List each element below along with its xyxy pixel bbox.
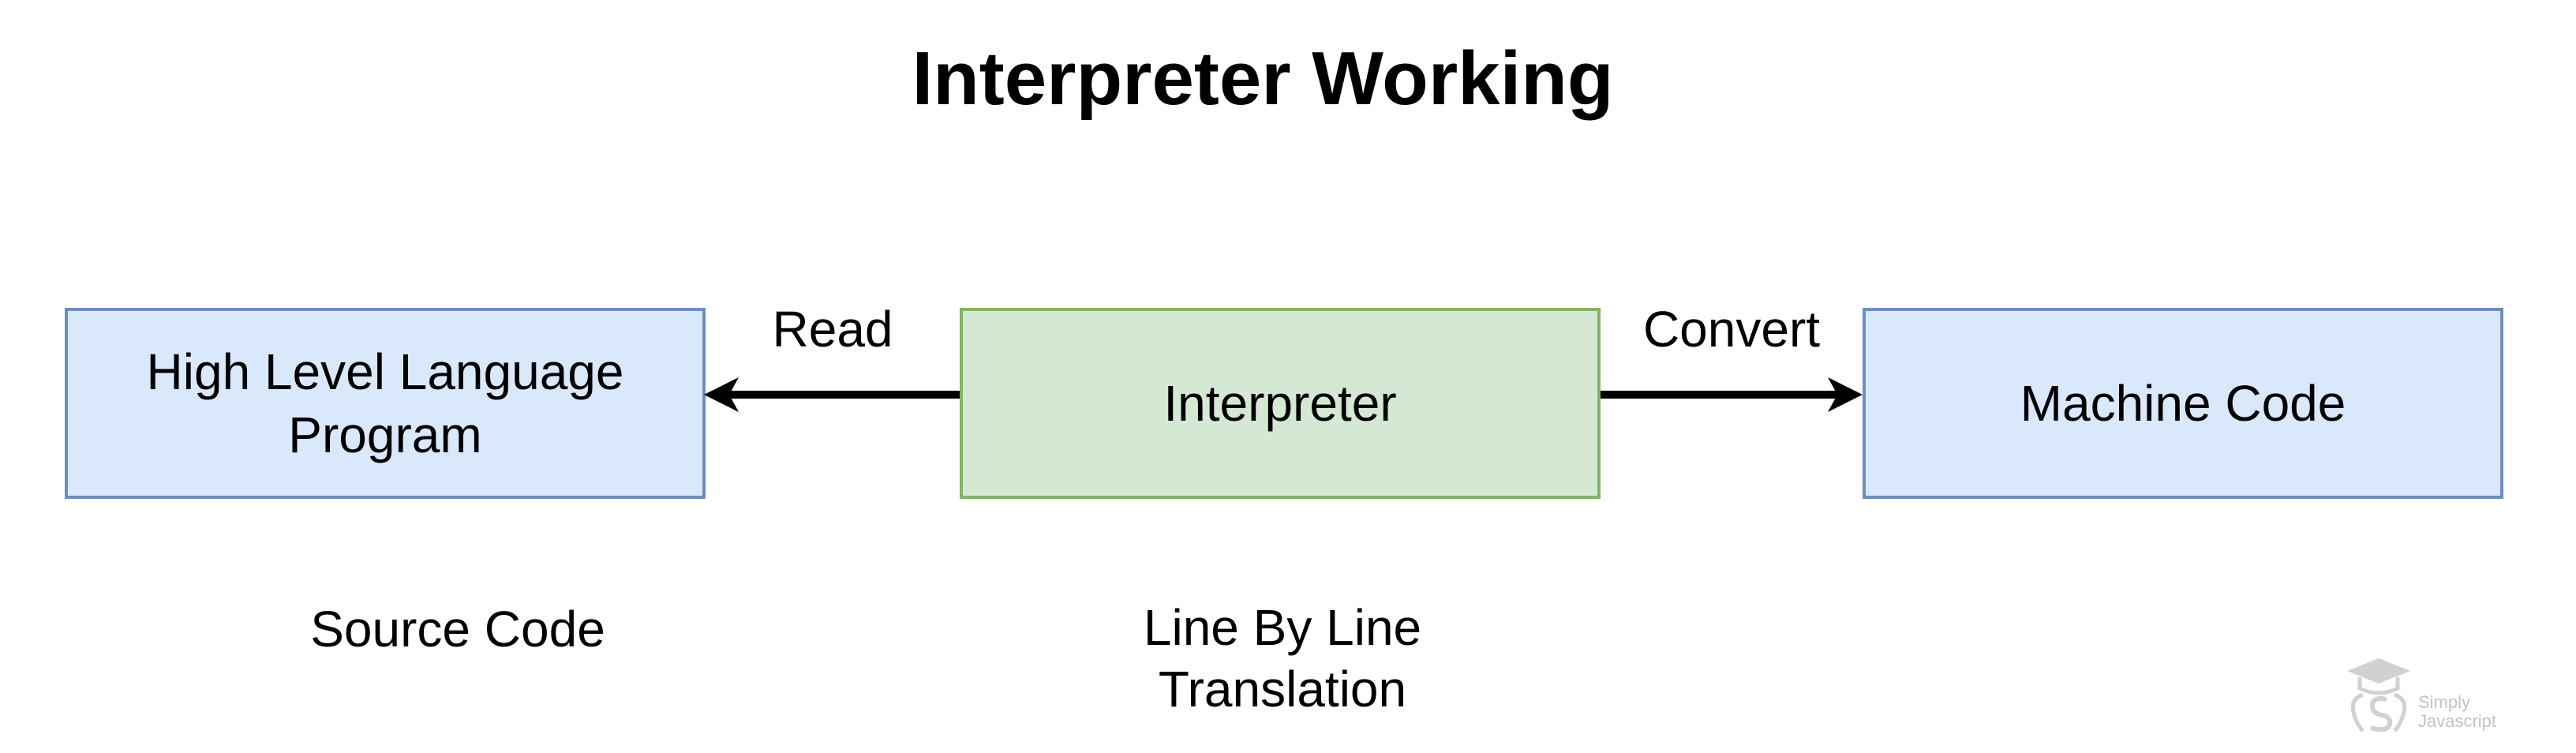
machine-code-box: Machine Code xyxy=(1863,308,2503,499)
convert-arrowhead xyxy=(1828,377,1863,412)
diagram-title: Interpreter Working xyxy=(912,36,1614,121)
interpreter-label: Interpreter xyxy=(1163,375,1397,432)
read-edge-label: Read xyxy=(772,301,893,358)
watermark-text: Simply Javascript xyxy=(2418,692,2497,731)
machine-code-label: Machine Code xyxy=(2020,375,2346,432)
high-level-language-program-label: High Level Language Program xyxy=(146,343,624,463)
read-arrowhead xyxy=(704,377,739,412)
source-code-caption: Source Code xyxy=(310,601,605,657)
read-arrow xyxy=(704,377,960,412)
convert-edge-label: Convert xyxy=(1642,301,1821,358)
graduation-cap-icon xyxy=(2347,658,2410,732)
high-level-language-program-box: High Level Language Program xyxy=(65,308,706,499)
simply-javascript-logo: Simply Javascript xyxy=(2339,654,2529,740)
line-by-line-translation-caption: Line By Line Translation xyxy=(1143,599,1422,717)
convert-arrow xyxy=(1601,377,1863,412)
interpreter-box: Interpreter xyxy=(960,308,1601,499)
